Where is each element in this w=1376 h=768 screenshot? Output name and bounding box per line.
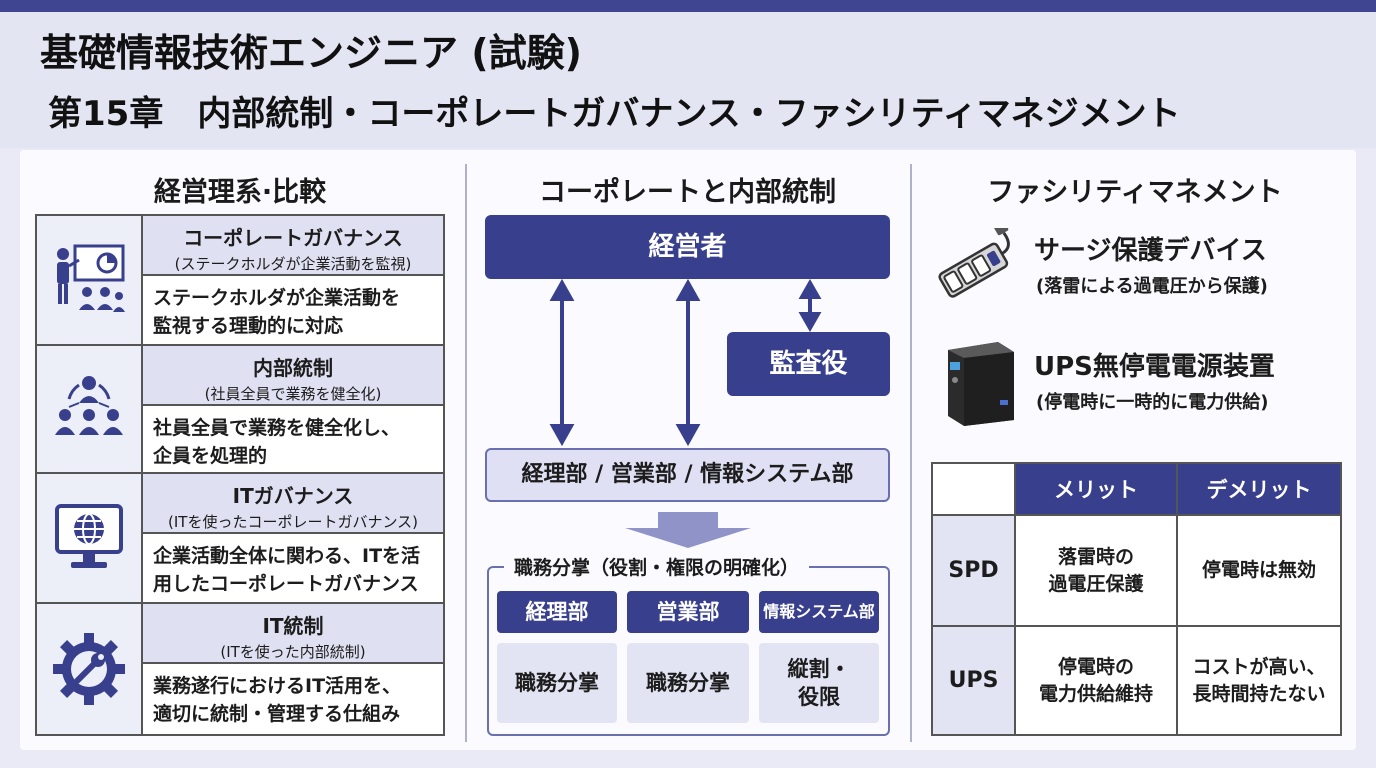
division-sales: 営業部 (627, 591, 749, 633)
division-duty: 職務分掌 (627, 643, 749, 723)
division-duty: 職務分掌 (497, 643, 617, 723)
row-label-ups: UPS (933, 625, 1014, 734)
table-row: 内部統制 (社員全員で業務を健全化) 社員全員で業務を健全化し、 企員を処理的 (37, 346, 443, 474)
table-row: IT統制 (ITを使った内部統制) 業務遂行におけるIT活用を、 適切に統制・管… (37, 604, 443, 734)
surge-device-title: サージ保護デバイス (1034, 236, 1267, 266)
division-accounting: 経理部 (497, 591, 617, 633)
cell-line: 停電時の (1057, 655, 1134, 678)
middle-section-title: コーポレートと内部統制 (539, 177, 836, 208)
table-row: コーポレートガバナンス (ステークホルダが企業活動を監視) ステークホルダが企業… (37, 216, 443, 346)
row-title: ITガバナンス (232, 484, 354, 508)
description-line: 企業活動全体に関わる、ITを活 (153, 545, 421, 567)
table-row: ITガバナンス (ITを使ったコーポレートガバナンス) 企業活動全体に関わる、I… (37, 474, 443, 604)
globe-monitor-icon (37, 474, 143, 602)
cell-line: 長時間持たない (1192, 682, 1326, 705)
departments-box: 経理部 / 営業部 / 情報システム部 (485, 448, 890, 502)
cell-ups-demerit: コストが高い、 長時間持たない (1176, 625, 1340, 734)
cell-line: コストが高い、 (1192, 655, 1326, 678)
chapter-title: 第15章 内部統制・コーポレートガバナンス・ファシリティマネジメント (48, 94, 1181, 134)
power-strip-icon (938, 228, 1010, 298)
description-line: 社員全員で業務を健全化し、 (153, 417, 401, 439)
duty-line: 役限 (798, 685, 840, 709)
row-title: IT統制 (262, 614, 324, 638)
executive-box: 経営者 (485, 215, 890, 279)
duty-line: 縦割・ (787, 657, 851, 681)
segregation-title: 職務分掌（役割・権限の明確化） (504, 553, 810, 580)
ups-device-subtitle: (停電時に一時的に電力供給) (1036, 392, 1269, 413)
row-header: IT統制 (ITを使った内部統制) (143, 604, 443, 664)
description-line: 用したコーポレートガバナンス (153, 573, 419, 595)
comparison-table: コーポレートガバナンス (ステークホルダが企業活動を監視) ステークホルダが企業… (35, 214, 445, 736)
cell-line: 落雷時の (1057, 545, 1134, 568)
description-line: 監視する理動的に対応 (153, 315, 344, 337)
description-line: 適切に統制・管理する仕組み (153, 703, 401, 725)
row-subtitle: (ITを使ったコーポレートガバナンス) (168, 513, 418, 531)
row-title: 内部統制 (253, 356, 333, 380)
row-subtitle: (社員全員で業務を健全化) (204, 385, 382, 403)
page-title: 基礎情報技術エンジニア (試験) (40, 31, 582, 75)
column-divider-right (910, 164, 912, 742)
row-header: コーポレートガバナンス (ステークホルダが企業活動を監視) (143, 216, 443, 276)
comparison-matrix: メリット デメリット SPD 落雷時の 過電圧保護 停電時は無効 UPS 停電時… (931, 462, 1342, 736)
cell-line: 過電圧保護 (1048, 572, 1144, 595)
top-accent-bar (0, 0, 1376, 12)
row-subtitle: (ITを使った内部統制) (220, 643, 366, 661)
division-it: 情報システム部 (759, 591, 879, 633)
row-subtitle: (ステークホルダが企業活動を監視) (174, 255, 412, 273)
right-section-title: ファシリティマネメント (987, 177, 1283, 208)
row-description: 社員全員で業務を健全化し、 企員を処理的 (153, 414, 439, 470)
cell-spd-demerit: 停電時は無効 (1176, 514, 1340, 625)
description-line: 企員を処理的 (153, 445, 268, 467)
cell-line: 停電時は無効 (1201, 559, 1316, 581)
row-title: コーポレートガバナンス (183, 226, 403, 250)
cell-ups-merit: 停電時の 電力供給維持 (1014, 625, 1176, 734)
row-header: 内部統制 (社員全員で業務を健全化) (143, 346, 443, 406)
header (0, 12, 1376, 148)
row-description: 企業活動全体に関わる、ITを活 用したコーポレートガバナンス (153, 542, 439, 598)
ups-device-icon (948, 342, 1014, 426)
auditor-box: 監査役 (727, 332, 890, 396)
description-line: 業務遂行におけるIT活用を、 (153, 675, 402, 697)
description-line: ステークホルダが企業活動を (153, 287, 401, 309)
row-header: ITガバナンス (ITを使ったコーポレートガバナンス) (143, 474, 443, 534)
gear-wrench-icon (37, 604, 143, 734)
ups-device-title: UPS無停電電源装置 (1034, 352, 1275, 382)
cell-line: 電力供給維持 (1038, 682, 1153, 705)
row-description: 業務遂行におけるIT活用を、 適切に統制・管理する仕組み (153, 672, 439, 728)
corner-cell (933, 464, 1014, 514)
division-duty: 縦割・ 役限 (759, 643, 879, 723)
cell-spd-merit: 落雷時の 過電圧保護 (1014, 514, 1176, 625)
presentation-icon (37, 216, 143, 344)
down-arrow-icon (625, 512, 751, 548)
left-section-title: 経営理系·比較 (153, 177, 327, 208)
surge-device-subtitle: (落雷による過電圧から保護) (1036, 276, 1268, 297)
team-icon (37, 346, 143, 472)
column-divider-left (465, 164, 467, 742)
row-label-spd: SPD (933, 514, 1014, 625)
column-header-demerit: デメリット (1176, 464, 1340, 514)
row-description: ステークホルダが企業活動を 監視する理動的に対応 (153, 284, 439, 340)
column-header-merit: メリット (1014, 464, 1176, 514)
